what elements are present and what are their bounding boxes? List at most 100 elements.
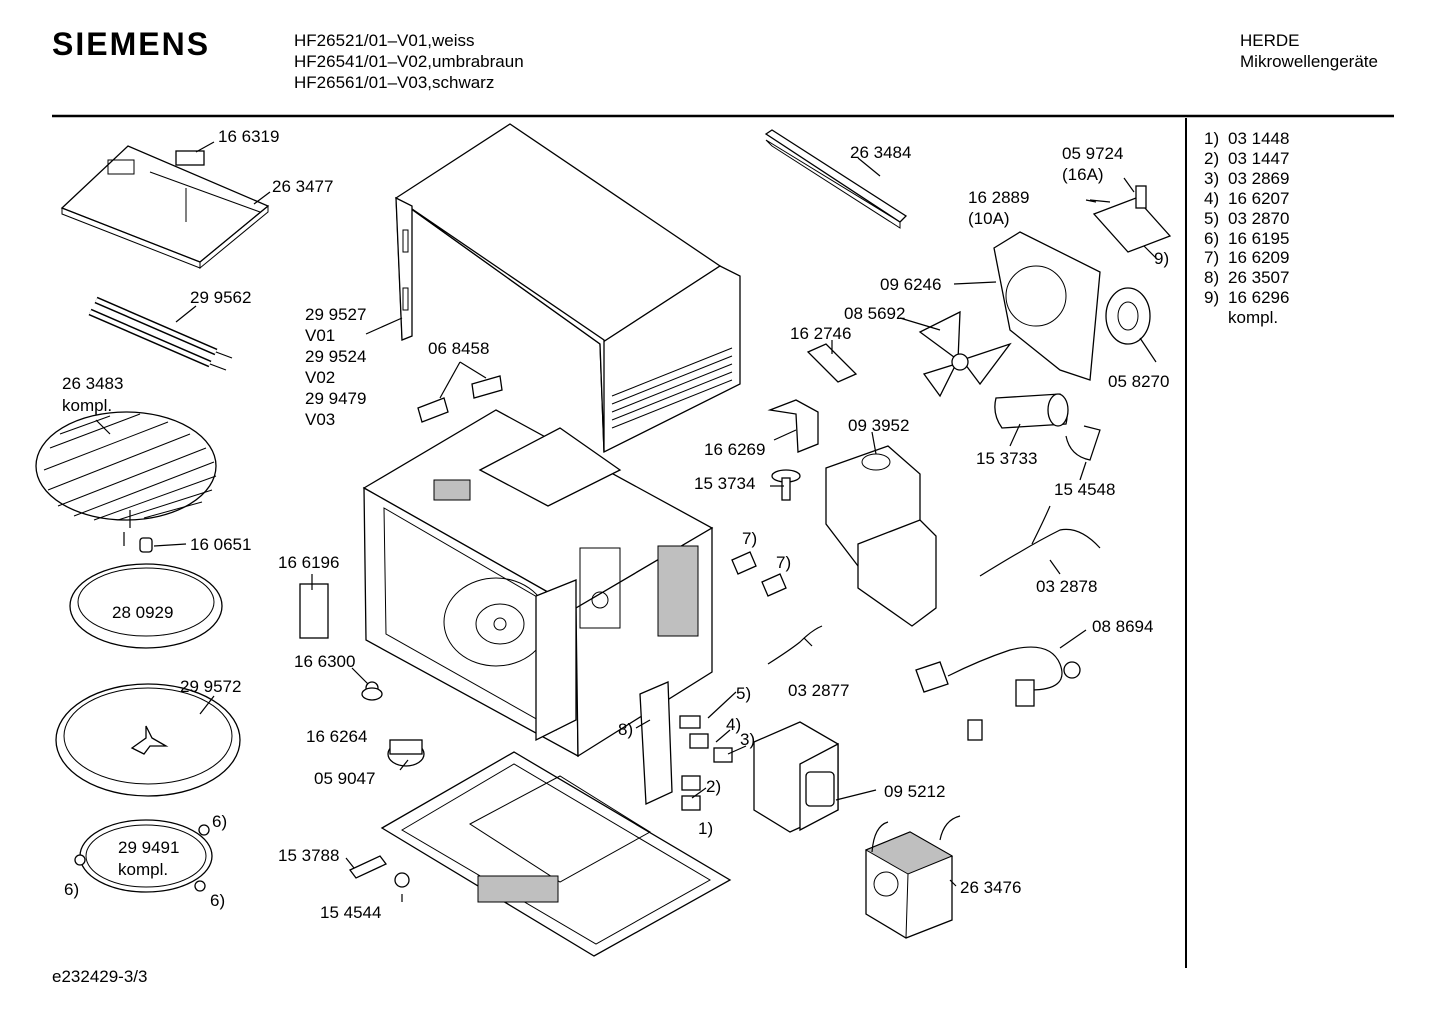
transformer-part xyxy=(864,815,961,939)
grill-rack-part xyxy=(35,411,217,521)
label-088694: 08 8694 xyxy=(1092,617,1153,636)
leader-lines xyxy=(95,141,1157,887)
fan-duct-part xyxy=(993,231,1101,381)
label-s2: 2) xyxy=(706,777,721,796)
label-s3: 3) xyxy=(740,730,755,749)
label-085692: 08 5692 xyxy=(844,304,905,323)
category-line-1: HERDE xyxy=(1240,31,1300,50)
label-299491: 29 9491 xyxy=(118,838,179,857)
label-s6a: 6) xyxy=(212,812,227,831)
turntable-support-part xyxy=(69,563,223,649)
magnetron-part xyxy=(753,721,839,833)
label-162889: 16 2889 xyxy=(968,188,1029,207)
legend-row: 8)26 3507 xyxy=(1204,268,1290,288)
label-166269: 16 6269 xyxy=(704,440,765,459)
label-s1: 1) xyxy=(698,819,713,838)
label-s5: 5) xyxy=(736,684,751,703)
model-line-1: HF26521/01–V01,weiss xyxy=(294,31,475,50)
label-059047: 05 9047 xyxy=(314,769,375,788)
glass-turntable-part xyxy=(55,683,241,797)
label-s6c: 6) xyxy=(210,891,225,910)
part-labels: 16 6319 26 3477 29 9562 26 3483 kompl. 1… xyxy=(62,127,1169,922)
roller-ring-part xyxy=(74,819,213,893)
legend-row: kompl. xyxy=(1228,308,1279,328)
label-280929: 28 0929 xyxy=(112,603,173,622)
heating-element-part xyxy=(88,296,233,371)
legend-row: 5)03 2870 xyxy=(1204,208,1290,228)
label-032878: 03 2878 xyxy=(1036,577,1097,596)
brand-logo: SIEMENS xyxy=(52,26,211,62)
parts-legend: 1)03 1448 2)03 1447 3)03 2869 4)16 6207 … xyxy=(1204,129,1289,328)
foot-parts xyxy=(361,681,383,701)
legend-row: 1)03 1448 xyxy=(1204,129,1290,148)
legend-row: 3)03 2869 xyxy=(1204,168,1290,188)
label-059724: 05 9724 xyxy=(1062,144,1123,163)
label-v01: V01 xyxy=(305,326,335,345)
air-duct-part xyxy=(825,445,937,627)
bracket-part-153788 xyxy=(348,855,388,879)
bracket-part-162746 xyxy=(806,343,858,383)
label-16a: (16A) xyxy=(1062,165,1104,184)
rail-part-263484 xyxy=(764,129,908,229)
document-code: e232429-3/3 xyxy=(52,967,148,986)
label-154548: 15 4548 xyxy=(1054,480,1115,499)
label-166264: 16 6264 xyxy=(306,727,367,746)
label-10a: (10A) xyxy=(968,209,1010,228)
label-s6b: 6) xyxy=(64,880,79,899)
label-263484: 26 3484 xyxy=(850,143,911,162)
label-299479: 29 9479 xyxy=(305,389,366,408)
label-032877: 03 2877 xyxy=(788,681,849,700)
legend-row: 4)16 6207 xyxy=(1204,188,1290,208)
label-s9: 9) xyxy=(1154,249,1169,268)
capacitor-part xyxy=(994,393,1069,429)
label-263477: 26 3477 xyxy=(272,177,333,196)
small-switch-parts xyxy=(731,551,787,597)
model-line-3: HF26561/01–V03,schwarz xyxy=(294,73,495,92)
shield-part-166269 xyxy=(767,399,819,453)
legend-row: 7)16 6209 xyxy=(1204,248,1290,268)
label-068458: 06 8458 xyxy=(428,339,489,358)
label-kompl-b: kompl. xyxy=(118,860,168,879)
label-162746: 16 2746 xyxy=(790,324,851,343)
label-263483: 26 3483 xyxy=(62,374,123,393)
label-160651: 16 0651 xyxy=(190,535,251,554)
label-096246: 09 6246 xyxy=(880,275,941,294)
label-263476: 26 3476 xyxy=(960,878,1021,897)
label-v03: V03 xyxy=(305,410,335,429)
label-166319: 16 6319 xyxy=(218,127,279,146)
wire-part-032878 xyxy=(979,505,1101,577)
label-166300: 16 6300 xyxy=(294,652,355,671)
label-s8: 8) xyxy=(618,720,633,739)
oven-cavity-part xyxy=(362,409,714,758)
label-299527: 29 9527 xyxy=(305,305,366,324)
label-153733: 15 3733 xyxy=(976,449,1037,468)
label-v02: V02 xyxy=(305,368,335,387)
fuse-holder-part xyxy=(1089,185,1172,253)
turntable-motor-part xyxy=(387,739,425,767)
mica-plate-part xyxy=(175,150,205,166)
label-299572: 29 9572 xyxy=(180,677,241,696)
sensor-part-153734 xyxy=(771,469,801,501)
label-153788: 15 3788 xyxy=(278,846,339,865)
outer-casing-part xyxy=(394,123,741,454)
label-s4: 4) xyxy=(726,715,741,734)
power-cord-part xyxy=(915,646,1081,741)
label-299524: 29 9524 xyxy=(305,347,366,366)
coupler-part xyxy=(123,532,153,553)
label-058270: 05 8270 xyxy=(1108,372,1169,391)
switch-holder-part xyxy=(639,681,733,811)
label-154544: 15 4544 xyxy=(320,903,381,922)
clamp-part-154548 xyxy=(1065,425,1101,461)
label-166196: 16 6196 xyxy=(278,553,339,572)
legend-row: 2)03 1447 xyxy=(1204,148,1290,168)
wire-part-032877 xyxy=(767,625,823,665)
label-095212: 09 5212 xyxy=(884,782,945,801)
model-line-2: HF26541/01–V02,umbrabraun xyxy=(294,52,524,71)
label-kompl-a: kompl. xyxy=(62,396,112,415)
cover-plate-part xyxy=(299,583,329,639)
base-plate-part xyxy=(380,751,732,957)
legend-row: 9)16 6296 xyxy=(1204,288,1290,308)
label-299562: 29 9562 xyxy=(190,288,251,307)
label-s7a: 7) xyxy=(742,529,757,548)
